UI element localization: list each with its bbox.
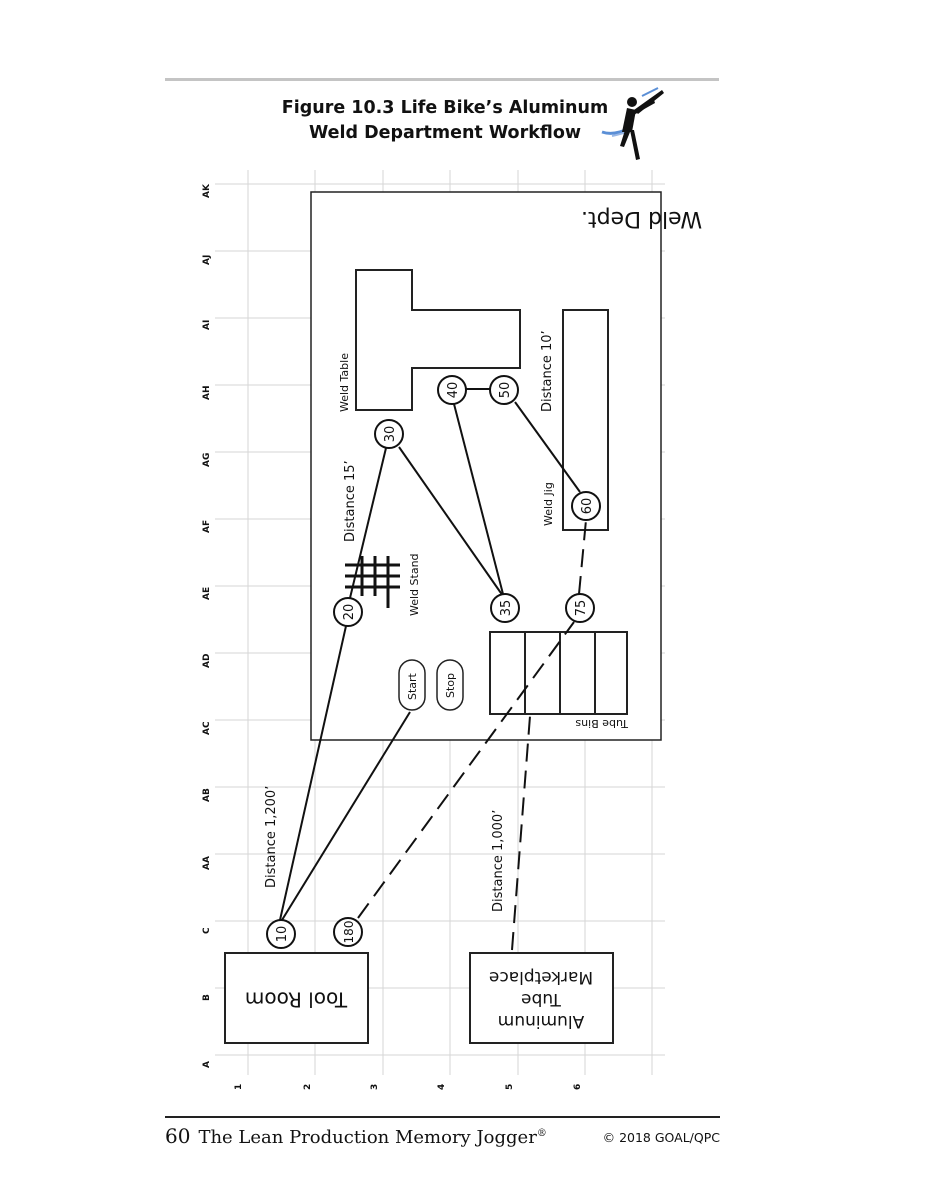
col-label-b: B <box>202 994 212 1001</box>
row-label-5: 5 <box>505 1084 515 1090</box>
bottom-rule <box>165 1116 720 1118</box>
svg-text:35: 35 <box>499 600 514 617</box>
dashed-flow-lines <box>357 519 587 951</box>
figure-title: Figure 10.3 Life Bike’s Aluminum Weld De… <box>260 96 630 146</box>
svg-text:10: 10 <box>275 926 290 943</box>
start-label: Start <box>406 672 419 700</box>
step-50: 50 <box>489 375 519 405</box>
col-label-ai: AI <box>202 320 212 330</box>
marketplace-label-line-3: Marketplace <box>489 967 593 987</box>
stop-label: Stop <box>444 673 457 698</box>
svg-text:75: 75 <box>574 600 589 617</box>
col-label-ac: AC <box>202 721 212 735</box>
step-180: 180 <box>333 917 363 947</box>
marketplace-label: Aluminum Tube Marketplace <box>489 967 593 1031</box>
registered-mark: ® <box>536 1128 547 1139</box>
distance-1200-label: Distance 1,200’ <box>264 786 279 888</box>
distance-1000-label: Distance 1,000’ <box>491 810 506 912</box>
svg-text:50: 50 <box>498 382 513 399</box>
svg-text:180: 180 <box>342 921 356 944</box>
footer-left: 60 The Lean Production Memory Jogger® <box>165 1124 547 1148</box>
row-label-4: 4 <box>437 1084 447 1090</box>
weld-stand-label: Weld Stand <box>408 553 421 616</box>
step-75: 75 <box>565 593 595 623</box>
col-label-aa: AA <box>202 856 212 870</box>
weld-jig-label: Weld Jig <box>542 482 555 526</box>
weld-stand-icon <box>345 556 400 608</box>
start-pill: Start <box>398 659 426 711</box>
marketplace-label-line-1: Aluminum <box>498 1011 585 1031</box>
distance-10-label: Distance 10’ <box>540 330 555 412</box>
col-label-ad: AD <box>202 654 212 668</box>
runner-logo-icon <box>601 87 664 160</box>
aluminum-tube-marketplace <box>469 952 614 1044</box>
col-label-aj: AJ <box>202 255 212 265</box>
figure-title-line-1: Figure 10.3 Life Bike’s Aluminum <box>281 98 609 118</box>
figure-title-line-2: Weld Department Workflow <box>308 123 582 143</box>
row-label-2: 2 <box>303 1084 313 1090</box>
tube-bins <box>489 631 628 715</box>
col-label-a: A <box>202 1061 212 1068</box>
book-title: The Lean Production Memory Jogger <box>198 1127 537 1148</box>
row-label-6: 6 <box>573 1084 583 1090</box>
col-label-ak: AK <box>202 183 212 198</box>
marketplace-label-line-2: Tube <box>521 989 562 1009</box>
col-label-ab: AB <box>202 788 212 802</box>
svg-text:60: 60 <box>580 498 595 515</box>
page-number: 60 <box>165 1124 191 1148</box>
step-30: 30 <box>374 419 404 449</box>
distance-15-label: Distance 15’ <box>343 460 358 542</box>
tool-room-label: Tool Room <box>245 988 348 1012</box>
svg-text:40: 40 <box>446 382 461 399</box>
copyright: © 2018 GOAL/QPC <box>602 1130 720 1145</box>
weld-table-label: Weld Table <box>338 353 351 412</box>
row-label-3: 3 <box>370 1084 380 1090</box>
tool-room <box>224 952 369 1044</box>
row-label-1: 1 <box>234 1084 244 1090</box>
svg-text:20: 20 <box>342 604 357 621</box>
step-60: 60 <box>571 491 601 521</box>
weld-table <box>355 269 521 411</box>
col-label-ae: AE <box>202 587 212 600</box>
svg-text:30: 30 <box>383 426 398 443</box>
weld-dept-label: Weld Dept. <box>581 206 702 231</box>
top-rule <box>165 78 719 81</box>
col-label-ah: AH <box>202 386 212 401</box>
tube-bins-label: Tube Bins <box>575 717 629 730</box>
col-label-af: AF <box>202 520 212 533</box>
step-35: 35 <box>490 593 520 623</box>
stop-pill: Stop <box>436 659 464 711</box>
step-40: 40 <box>437 375 467 405</box>
step-10: 10 <box>266 919 296 949</box>
col-label-c: C <box>202 927 212 934</box>
step-20: 20 <box>333 597 363 627</box>
col-label-ag: AG <box>202 453 212 467</box>
solid-flow-lines <box>279 388 581 921</box>
